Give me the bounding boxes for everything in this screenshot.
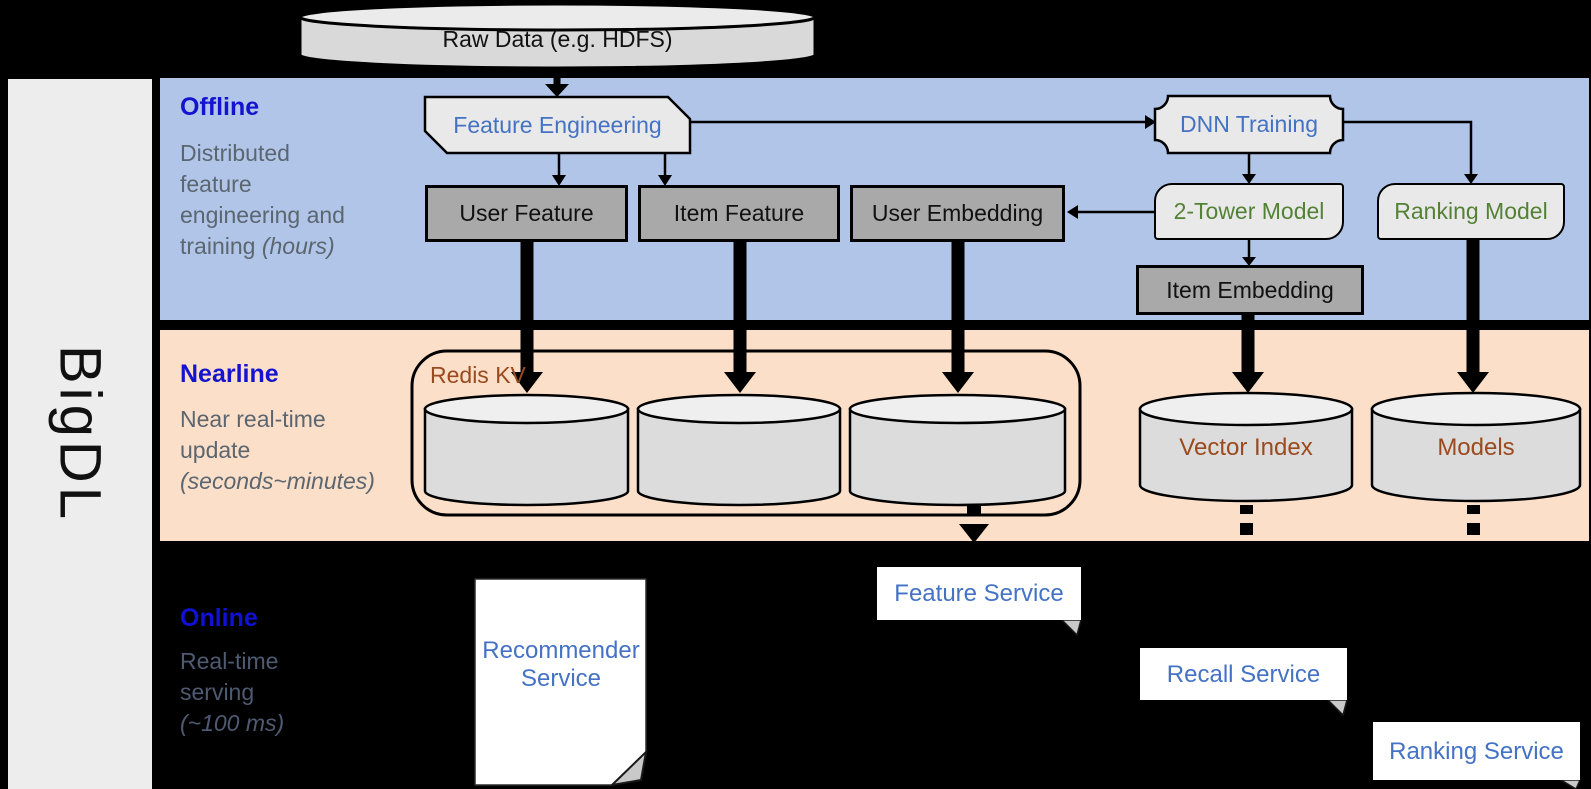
arrow-item-embedding-to-vector-index <box>1232 315 1264 393</box>
recommender-service-label: Recommender Service <box>482 637 640 692</box>
arrow-ranking-model-to-models <box>1457 240 1489 393</box>
feature-engineering-box <box>423 95 692 155</box>
recall-service-box: Recall Service <box>1140 648 1347 700</box>
ranking-model-box: Ranking Model <box>1377 183 1565 240</box>
item-embedding-box: Item Embedding <box>1136 265 1364 315</box>
redis-kv-label: Redis KV <box>430 361 526 388</box>
item-feature-label: Item Feature <box>673 200 805 226</box>
user-embedding-label: User Embedding <box>871 200 1044 226</box>
offline-description: Distributed feature engineering and trai… <box>180 140 345 259</box>
raw-data-cylinder <box>298 2 817 70</box>
arrow-item-feature-to-kv <box>724 242 756 393</box>
dashed-connector-vector-index <box>1240 505 1253 535</box>
two-tower-model-label: 2-Tower Model <box>1173 198 1325 224</box>
models-label: Models <box>1437 434 1515 462</box>
dashed-connector-models <box>1467 505 1480 535</box>
feature-service-curl <box>1060 619 1082 637</box>
redis-kv-container <box>410 349 1082 517</box>
arrow-user-embedding-to-kv <box>942 242 974 393</box>
two-tower-model-box: 2-Tower Model <box>1154 183 1344 240</box>
recall-service-label: Recall Service <box>1166 660 1321 688</box>
recommender-service-document <box>474 578 648 787</box>
online-description: Real-time serving (~100 ms) <box>180 648 285 736</box>
dnn-training-box <box>1153 94 1345 155</box>
recall-service-curl <box>1326 699 1348 717</box>
ranking-service-box: Ranking Service <box>1373 722 1580 780</box>
ranking-model-label: Ranking Model <box>1394 198 1548 224</box>
ranking-service-label: Ranking Service <box>1389 737 1564 765</box>
arrow-fe-to-user-feature <box>552 153 566 186</box>
online-title: Online <box>180 604 258 632</box>
user-embedding-box: User Embedding <box>850 185 1065 242</box>
ranking-service-curl <box>1558 779 1582 789</box>
dnn-training-label: DNN Training <box>1179 111 1319 138</box>
user-feature-box: User Feature <box>425 185 628 242</box>
item-feature-box: Item Feature <box>638 185 840 242</box>
arrow-two-tower-to-item-embedding <box>1242 240 1256 266</box>
nearline-description: Near real-time update (seconds~minutes) <box>180 406 375 494</box>
arrow-dnn-to-ranking-model <box>1343 120 1478 184</box>
nearline-title: Nearline <box>180 360 279 388</box>
arrow-rawdata-to-feature-engineering <box>545 68 569 97</box>
kv-cylinder-1 <box>423 393 630 507</box>
brand-bigdl: BigDL <box>8 79 152 789</box>
kv-cylinder-2 <box>636 393 842 507</box>
arrow-dnn-to-two-tower <box>1242 153 1256 184</box>
kv-cylinder-3 <box>848 393 1067 507</box>
user-feature-label: User Feature <box>459 200 594 226</box>
arrow-fe-to-dnn-training <box>690 115 1156 129</box>
feature-service-box: Feature Service <box>877 567 1081 620</box>
offline-title: Offline <box>180 93 260 121</box>
feature-engineering-label: Feature Engineering <box>453 111 662 138</box>
brand-label: BigDL <box>47 345 113 523</box>
models-cylinder <box>1370 391 1582 503</box>
arrow-fe-to-item-feature <box>658 153 672 186</box>
dashed-arrow-kv-to-feature-service <box>959 504 989 543</box>
raw-data-label: Raw Data (e.g. HDFS) <box>442 25 673 52</box>
arrow-two-tower-to-user-embedding <box>1067 205 1154 219</box>
item-embedding-label: Item Embedding <box>1166 276 1334 303</box>
vector-index-cylinder <box>1138 391 1354 503</box>
sidebar: BigDL <box>8 79 152 789</box>
vector-index-label: Vector Index <box>1179 434 1313 462</box>
feature-service-label: Feature Service <box>894 580 1064 607</box>
